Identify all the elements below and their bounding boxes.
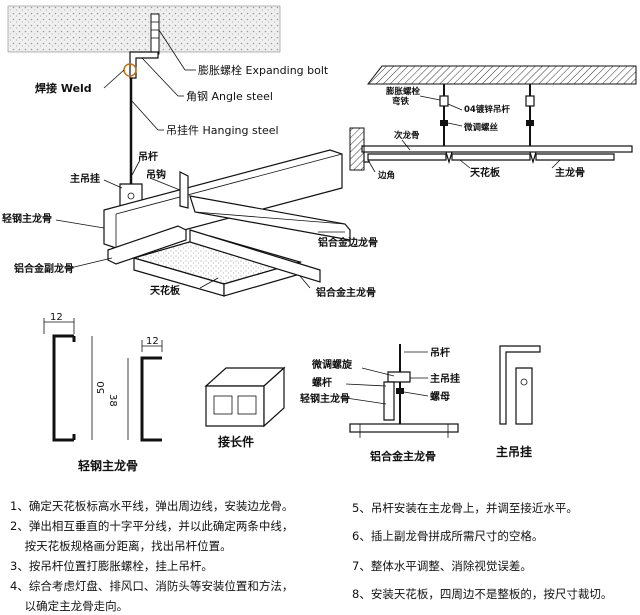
step-5: 5、吊杆安装在主龙骨上，并调至接近水平。 <box>352 501 578 515</box>
main-keel-section <box>361 145 633 153</box>
detail-light-steel-keel: 12 50 12 38 轻钢主龙骨 <box>43 312 163 473</box>
ceiling-slab <box>7 5 281 53</box>
label-galvanized-rod: 04镀锌吊杆 <box>464 104 510 115</box>
label-ceiling-panel-section: 天花板 <box>470 166 501 179</box>
detail-main-hanger: 主吊挂 <box>496 345 541 459</box>
step-6: 6、插上副龙骨拼成所需尺寸的空格。 <box>352 529 543 543</box>
light-steel-main-keel <box>103 149 343 249</box>
expanding-bolt-icon <box>150 13 160 55</box>
dim-keel2-top: 12 <box>146 336 159 347</box>
step-1: 1、确定天花板标高水平线，弹出周边线，安装边龙骨。 <box>10 499 293 513</box>
label-connector: 接长件 <box>218 434 254 449</box>
dim-keel-height: 50 <box>96 381 107 394</box>
section-view: 膨胀螺栓 弯铁 04镀锌吊杆 微调螺丝 次龙骨 边角 天花板 主龙骨 <box>349 65 637 181</box>
steps-left: 1、确定天花板标高水平线，弹出周边线，安装边龙骨。 2、弹出相互垂直的十字平分线… <box>10 499 293 613</box>
label-main-hanger-detail-2: 主吊挂 <box>496 444 532 459</box>
label-hook: 吊钩 <box>146 168 166 181</box>
label-main-hanger-detail: 主吊挂 <box>430 372 460 385</box>
label-expansion-bolt-bracket-1: 膨胀螺栓 <box>385 86 421 97</box>
label-hanger-rod-detail: 吊杆 <box>430 346 450 359</box>
step-2: 2、弹出相互垂直的十字平分线，并以此确定两条中线， <box>10 519 293 533</box>
assembly-isometric: 焊接 Weld 膨胀螺栓 Expanding bolt 角钢 Angle ste… <box>2 5 378 299</box>
detail-connector: 接长件 <box>204 366 286 449</box>
label-al-main-keel: 铝合金主龙骨 <box>316 286 376 299</box>
label-expanding-bolt: 膨胀螺栓 Expanding bolt <box>198 63 329 77</box>
label-bolt: 螺杆 <box>312 376 332 389</box>
dim-keel2-height: 38 <box>107 394 118 407</box>
label-expansion-bolt-bracket-2: 弯铁 <box>392 96 410 107</box>
steps-right: 5、吊杆安装在主龙骨上，并调至接近水平。 6、插上副龙骨拼成所需尺寸的空格。 7… <box>352 501 612 601</box>
dim-keel-top: 12 <box>50 312 63 323</box>
al-secondary-keel <box>107 225 187 265</box>
label-nut: 螺母 <box>430 390 450 403</box>
label-angle-steel: 角钢 Angle steel <box>186 90 273 103</box>
step-3: 3、按吊杆位置打膨胀螺栓，挂上吊杆。 <box>10 559 213 573</box>
label-al-secondary-keel: 铝合金副龙骨 <box>14 262 74 275</box>
label-light-steel-main-keel-detail: 轻钢主龙骨 <box>300 392 350 405</box>
detail-hanger-assembly: 微调螺旋 螺杆 轻钢主龙骨 吊杆 主吊挂 螺母 铝合金主龙骨 <box>300 344 460 463</box>
label-hanging-steel: 吊挂件 Hanging steel <box>166 123 279 137</box>
step-4: 4、综合考虑灯盘、排风口、消防头等安装位置和方法， <box>10 579 293 593</box>
label-main-hanger: 主吊挂 <box>70 172 100 185</box>
step-2-cont: 按天花板规格画分距离，找出吊杆位置。 <box>10 539 232 553</box>
al-main-keel-iso <box>189 229 321 283</box>
step-7: 7、整体水平调整、消除视觉误差。 <box>352 559 532 573</box>
label-secondary-keel: 次龙骨 <box>394 130 420 141</box>
label-ceiling-panel: 天花板 <box>150 284 181 297</box>
label-light-steel-main-keel: 轻钢主龙骨 <box>2 212 52 225</box>
step-4-cont: 以确定主龙骨走向。 <box>10 599 128 613</box>
label-fine-adjust-screw: 微调螺丝 <box>463 122 499 133</box>
label-weld: 焊接 Weld <box>35 81 92 95</box>
ceiling-slab-section <box>366 65 637 85</box>
label-edge-keel: 边角 <box>377 170 395 181</box>
label-detail-light-steel-keel: 轻钢主龙骨 <box>78 458 138 473</box>
label-main-keel-section: 主龙骨 <box>555 166 585 179</box>
label-al-edge-keel: 铝合金边龙骨 <box>318 236 378 249</box>
label-hanger-rod: 吊杆 <box>138 150 158 163</box>
ceiling-panel-section <box>367 153 447 161</box>
label-fine-adjust-spiral: 微调螺旋 <box>311 358 353 371</box>
label-al-main-keel-detail: 铝合金主龙骨 <box>370 449 436 463</box>
step-8: 8、安装天花板，四周边不是整板的，按尺寸裁切。 <box>352 587 612 601</box>
